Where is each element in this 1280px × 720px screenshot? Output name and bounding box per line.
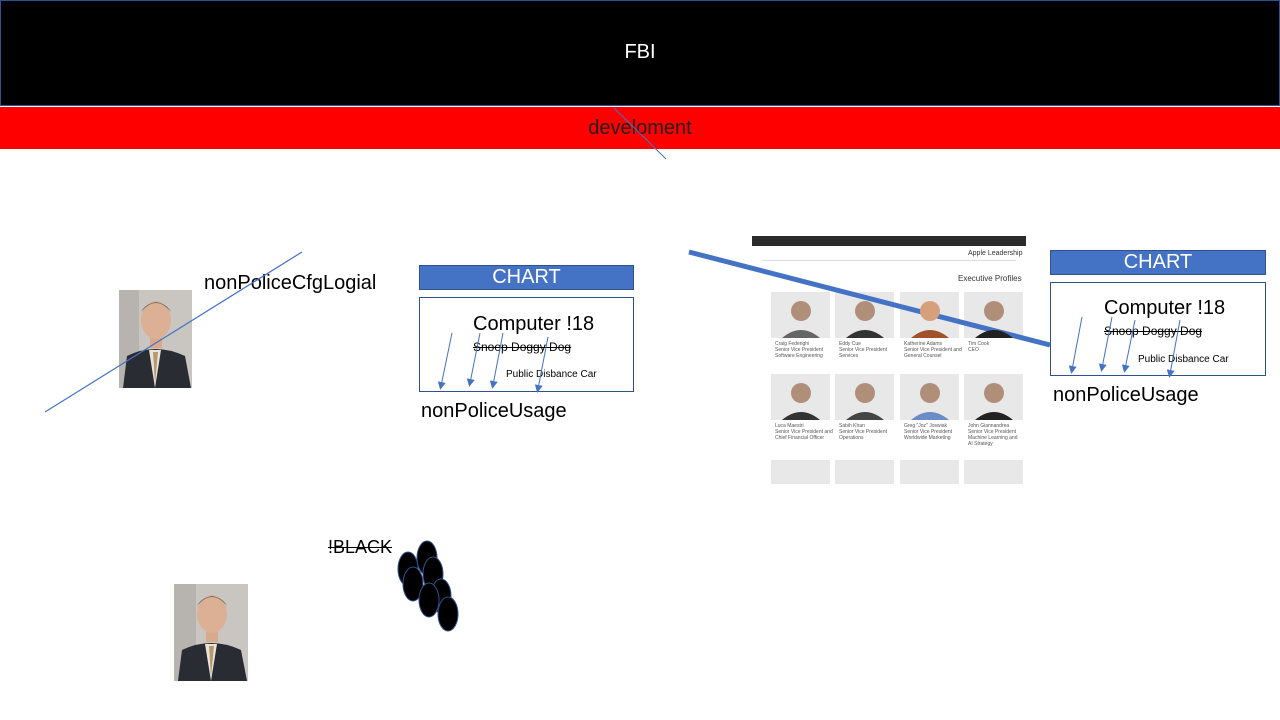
exec-photo (835, 292, 894, 338)
non-police-cfg-label: nonPoliceCfgLogial (204, 272, 377, 294)
chart-left-header: CHART (419, 265, 634, 290)
chart-right-caption: Public Disbance Car (1138, 354, 1229, 365)
black-label: !BLACK (328, 537, 393, 557)
exec-role: Senior Vice President Worldwide Marketin… (904, 429, 952, 441)
exec-role: Senior Vice President and Chief Financia… (775, 429, 833, 441)
exec-photo (964, 460, 1023, 484)
exec-role: Senior Vice President Services (839, 347, 887, 359)
development-title: develoment (588, 117, 692, 139)
exec-photo (900, 292, 959, 338)
exec-photo (771, 460, 830, 484)
chart-left-box (419, 297, 634, 392)
exec-photo (771, 292, 830, 338)
fbi-title: FBI (624, 41, 656, 63)
website-site-title: Apple Leadership (968, 250, 1023, 257)
person-photo-top (119, 290, 192, 388)
exec-role: Senior Vice President Software Engineeri… (775, 347, 823, 359)
executive-profiles-screenshot: Apple Leadership Executive Profiles Crai… (752, 236, 1026, 484)
exec-name: Luca Maestri (775, 423, 804, 429)
fbi-banner: FBI (0, 0, 1280, 106)
exec-photo (835, 374, 894, 420)
exec-role: Senior Vice President Operations (839, 429, 887, 441)
chart-left-footer: nonPoliceUsage (421, 400, 567, 422)
exec-name: Sabih Khan (839, 423, 865, 429)
chart-left-struck-text: Snoop Doggy Dog (473, 340, 572, 354)
black-ovals-cluster (397, 540, 459, 632)
exec-role: CEO (968, 347, 979, 353)
chart-right-title: Computer !18 (1104, 297, 1226, 319)
person-photo-bottom (174, 584, 248, 681)
exec-name: Greg "Joz" Joswiak (904, 423, 948, 429)
chart-right-footer: nonPoliceUsage (1053, 384, 1199, 406)
chart-left-caption: Public Disbance Car (506, 369, 597, 380)
chart-right-header: CHART (1050, 250, 1266, 275)
exec-photo (771, 374, 830, 420)
exec-name: John Giannandrea (968, 423, 1010, 429)
exec-photo (900, 374, 959, 420)
chart-left-title: Computer !18 (473, 313, 595, 335)
website-section-title: Executive Profiles (958, 274, 1022, 283)
exec-photo (835, 460, 894, 484)
chart-right-struck-text: Snoop Doggy Dog (1104, 324, 1203, 338)
website-nav-bar (752, 236, 1026, 246)
exec-role: Senior Vice President Machine Learning a… (968, 429, 1018, 447)
exec-photo (964, 374, 1023, 420)
exec-role: Senior Vice President and General Counse… (904, 347, 962, 359)
exec-photo (964, 292, 1023, 338)
development-banner: develoment (0, 107, 1280, 149)
exec-photo (900, 460, 959, 484)
